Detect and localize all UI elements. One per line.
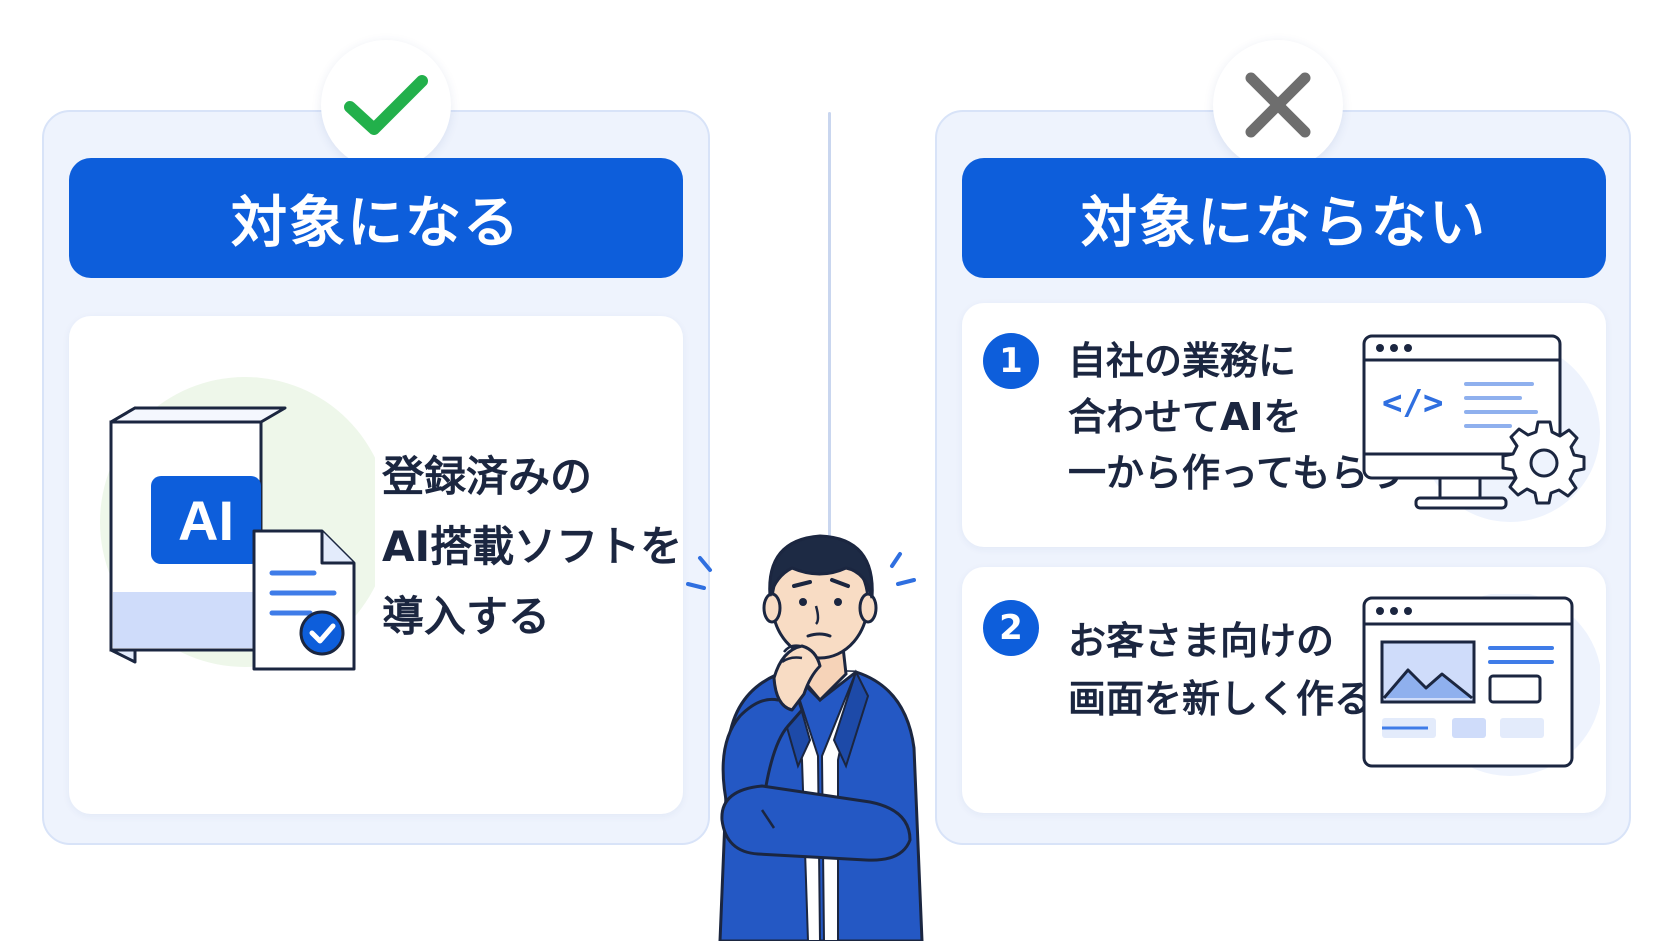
monitor-code-gear-icon: </> (1362, 334, 1600, 522)
center-divider (828, 112, 831, 582)
right-item-2-line-1: お客さま向けの (1068, 619, 1335, 663)
left-header: 対象になる (69, 158, 683, 278)
webpage-layout-icon (1362, 594, 1600, 776)
right-item-1-line-3: 一から作ってもらう (1068, 451, 1407, 495)
box-ai-label: AI (178, 489, 234, 552)
right-item-1-line-1: 自社の業務に (1068, 339, 1297, 383)
left-line-3: 導入する (382, 592, 551, 641)
thinking-person-illustration (686, 534, 924, 941)
number-badge-2: 2 (983, 600, 1039, 656)
right-header: 対象にならない (962, 158, 1606, 278)
right-item-2-text: お客さま向けの 画面を新しく作る (1068, 612, 1372, 728)
left-line-2: AI搭載ソフトを (382, 522, 683, 571)
checkmark-icon (344, 75, 428, 135)
right-item-1-line-2: 合わせてAIを (1068, 395, 1302, 439)
left-description: 登録済みの AI搭載ソフトを 導入する (382, 442, 682, 652)
document-check-icon (252, 529, 356, 671)
svg-text:</>: </> (1382, 383, 1443, 423)
right-item-1-text: 自社の業務に 合わせてAIを 一から作ってもらう (1068, 333, 1406, 501)
right-item-2-line-2: 画面を新しく作る (1068, 677, 1373, 721)
check-badge (321, 40, 451, 170)
number-badge-1: 1 (983, 333, 1039, 389)
left-line-1: 登録済みの (382, 452, 593, 501)
cross-badge (1213, 40, 1343, 170)
cross-icon (1245, 72, 1311, 138)
